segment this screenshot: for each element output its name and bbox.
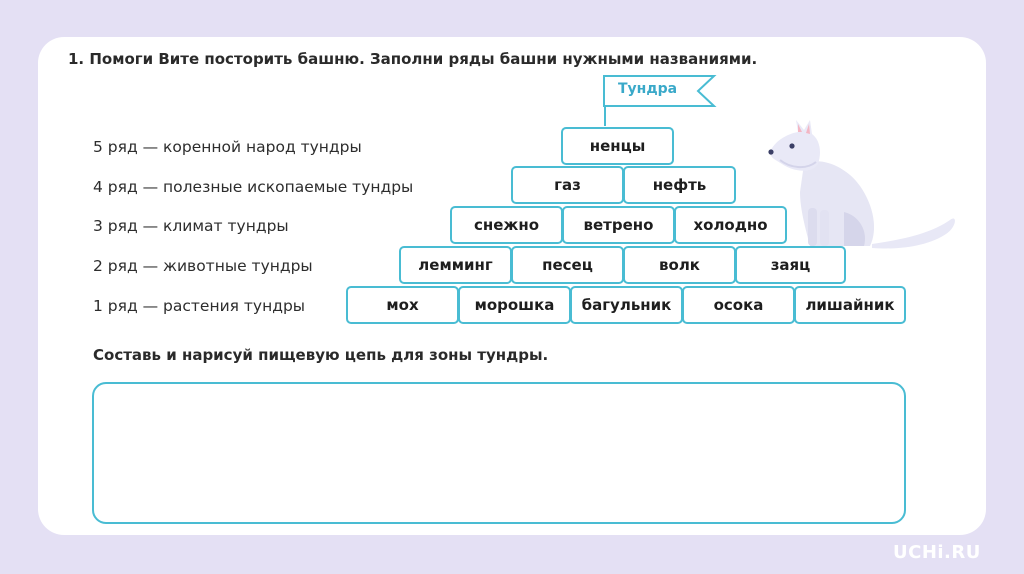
row-label-1: 1 ряд — растения тундры [93,297,306,315]
tower-cell[interactable]: ветрено [562,206,675,244]
tower-cell[interactable]: нефть [623,166,736,204]
tower-cell[interactable]: заяц [735,246,846,284]
tower-cell[interactable]: мох [346,286,459,324]
tower-cell[interactable]: багульник [570,286,683,324]
arctic-fox-illustration [768,120,955,249]
tower-cell[interactable]: морошка [458,286,571,324]
brand-logo: UCHi.RU [893,542,981,563]
flag-shape [603,75,717,107]
row-label-5: 5 ряд — коренной народ тундры [93,138,362,156]
row-label-2: 2 ряд — животные тундры [93,257,313,275]
tower-cell[interactable]: газ [511,166,624,204]
tower-cell[interactable]: волк [623,246,736,284]
flag-label: Тундра [618,81,678,97]
task-title: 1. Помоги Вите посторить башню. Заполни … [68,50,758,68]
tower-cell[interactable]: осока [682,286,795,324]
tower-cell[interactable]: лишайник [794,286,906,324]
tower-cell[interactable]: снежно [450,206,563,244]
row-label-4: 4 ряд — полезные ископаемые тундры [93,178,414,196]
row-label-3: 3 ряд — климат тундры [93,217,289,235]
food-chain-answer-box[interactable] [92,382,906,524]
tower-cell[interactable]: лемминг [399,246,512,284]
tower-cell[interactable]: ненцы [561,127,674,165]
food-chain-task-title: Составь и нарисуй пищевую цепь для зоны … [93,346,549,364]
tower-cell[interactable]: песец [511,246,624,284]
tower-cell[interactable]: холодно [674,206,787,244]
